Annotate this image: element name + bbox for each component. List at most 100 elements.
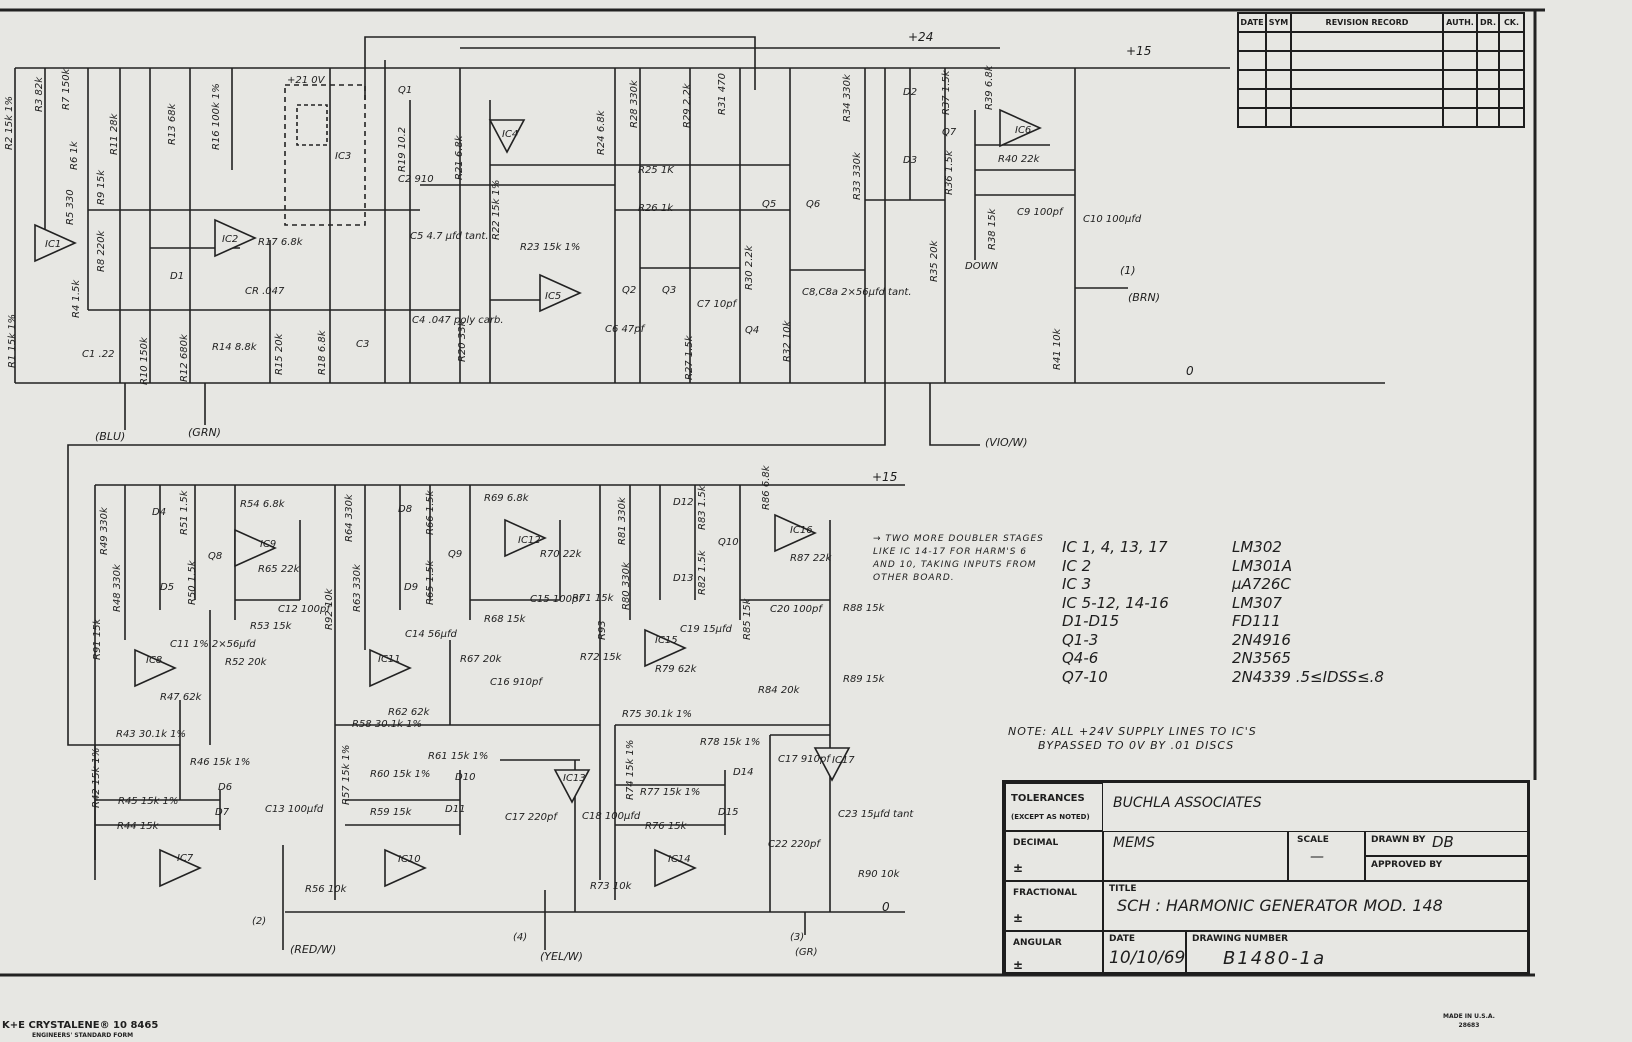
component-label-cr: CR .047: [245, 286, 285, 297]
connector-red: (RED/W): [290, 943, 337, 956]
part-ref: IC 1, 4, 13, 17: [1062, 538, 1168, 556]
component-label-q1: Q1: [398, 85, 413, 96]
component-label-q5: Q5: [762, 199, 777, 210]
component-label-r66: R66 1.5k: [425, 490, 436, 535]
connector-yel: (YEL/W): [540, 950, 583, 963]
decimal-label: DECIMAL: [1013, 838, 1059, 848]
component-label-r4: R4 1.5k: [71, 279, 82, 318]
component-label-c8: C8,C8a 2×56µfd tant.: [802, 287, 912, 298]
drawn-by-value: DB: [1432, 833, 1454, 851]
component-label-r87: R87 22k: [790, 553, 832, 564]
component-label-ic1: IC1: [45, 239, 62, 250]
rev-header-dr: DR.: [1476, 12, 1500, 33]
component-label-d5: D5: [160, 582, 175, 593]
component-label-d6: D6: [218, 782, 233, 793]
part-type: LM307: [1232, 593, 1282, 612]
component-label-ic13: IC13: [563, 773, 586, 784]
bypass-note-line2: BYPASSED TO 0V BY .01 DISCS: [1038, 739, 1235, 752]
component-label-r69: R69 6.8k: [484, 493, 529, 504]
component-label-r16: R16 100k 1%: [211, 83, 222, 150]
op-amp-symbol: [553, 769, 591, 804]
drawing-title: SCH : HARMONIC GENERATOR MOD. 148: [1117, 896, 1443, 915]
component-label-r57: R57 15k 1%: [341, 744, 352, 805]
component-label-r19: R19 10.2: [397, 126, 408, 172]
except-label: (EXCEPT AS NOTED): [1011, 813, 1090, 821]
component-label-r43: R43 30.1k 1%: [116, 729, 186, 740]
angular-label: ANGULAR: [1013, 938, 1062, 948]
component-label-r76: R76 15k: [645, 821, 687, 832]
component-label-r22: R22 15k 1%: [491, 179, 502, 240]
component-label-d13: D13: [673, 573, 694, 584]
component-label-r14: R14 8.8k: [212, 342, 257, 353]
component-label-r8: R8 220k: [96, 230, 107, 272]
connector-blu: (BLU): [95, 430, 126, 443]
part-type: LM301A: [1232, 556, 1293, 575]
component-label-r13: R13 68k: [167, 103, 178, 145]
component-label-c18: C18 100µfd: [582, 811, 641, 822]
rail-label-plus24: +24: [908, 30, 934, 44]
fractional-label: FRACTIONAL: [1013, 888, 1078, 898]
drawn-by-label: DRAWN BY: [1371, 835, 1426, 845]
component-label-ic17: IC17: [832, 755, 855, 766]
component-label-r47: R47 62k: [160, 692, 202, 703]
component-label-c17b: C17 910pf: [778, 754, 830, 765]
component-label-r35: R35 20k: [929, 240, 940, 282]
component-label-c5: C5 4.7 µfd tant.: [410, 231, 489, 242]
component-label-r78: R78 15k 1%: [700, 737, 761, 748]
component-label-c3: C3: [356, 339, 370, 350]
component-label-c20: C20 100pf: [770, 604, 822, 615]
rail-label-zero: 0: [1186, 364, 1194, 378]
component-label-ic5: IC5: [545, 291, 562, 302]
component-label-d15: D15: [718, 807, 739, 818]
component-label-c17a: C17 220pf: [505, 812, 557, 823]
made-label: MADE IN U.S.A.: [1443, 1013, 1495, 1020]
component-label-r81: R81 330k: [617, 497, 628, 545]
component-label-r24: R24 6.8k: [596, 110, 607, 155]
component-label-r38: R38 15k: [987, 208, 998, 250]
op-amp-symbol: [369, 648, 412, 688]
component-label-q6: Q6: [806, 199, 821, 210]
component-label-r54: R54 6.8k: [240, 499, 285, 510]
component-label-r46: R46 15k 1%: [190, 757, 251, 768]
component-label-r91: R91 15k: [92, 618, 103, 660]
part-ref: Q7-10: [1062, 667, 1108, 686]
op-amp-symbol: [214, 218, 257, 258]
component-label-r40: R40 22k: [998, 154, 1040, 165]
component-label-r11: R11 28k: [109, 113, 120, 155]
component-label-r6: R6 1k: [69, 141, 80, 170]
op-amp-symbol: [539, 273, 582, 313]
component-label-r27: R27 1.5k: [684, 335, 695, 380]
component-label-r20: R20 33k: [457, 320, 468, 362]
part-type: LM302: [1232, 538, 1282, 556]
component-label-r50: R50 1.5k: [187, 560, 198, 605]
part-ref: IC 2: [1062, 556, 1092, 575]
component-label-r56: R56 10k: [305, 884, 347, 895]
component-label-c4: C4 .047 poly carb.: [412, 315, 504, 326]
rev-header-record: REVISION RECORD: [1290, 12, 1444, 33]
component-label-r12: R12 680k: [179, 334, 190, 382]
component-label-r73: R73 10k: [590, 881, 632, 892]
title-label: TITLE: [1109, 884, 1137, 894]
component-label-d10: D10: [455, 772, 476, 783]
component-label-r93: R93: [597, 620, 608, 640]
op-amp-symbol: [813, 747, 851, 782]
component-label-r18: R18 6.8k: [317, 330, 328, 375]
component-label-d1: D1: [170, 271, 185, 282]
component-label-c10: C10 100µfd: [1083, 214, 1142, 225]
component-label-r82: R82 1.5k: [697, 550, 708, 595]
component-label-r58: R58 30.1k 1%: [352, 719, 422, 730]
component-label-r59: R59 15k: [370, 807, 412, 818]
component-label-ic6: IC6: [1015, 125, 1032, 136]
rev-header-sym: SYM: [1265, 12, 1292, 33]
op-amp-symbol: [159, 848, 202, 888]
component-label-r89: R89 15k: [843, 674, 885, 685]
component-label-r68: R68 15k: [484, 614, 526, 625]
op-amp-symbol: [34, 223, 77, 263]
component-label-r85: R85 15k: [742, 598, 753, 640]
component-label-r9: R9 15k: [96, 169, 107, 205]
component-label-d2: D2: [903, 87, 918, 98]
rev-header-date: DATE: [1237, 12, 1267, 33]
component-label-ic15: IC15: [655, 635, 678, 646]
component-label-c16: C16 910pf: [490, 677, 542, 688]
